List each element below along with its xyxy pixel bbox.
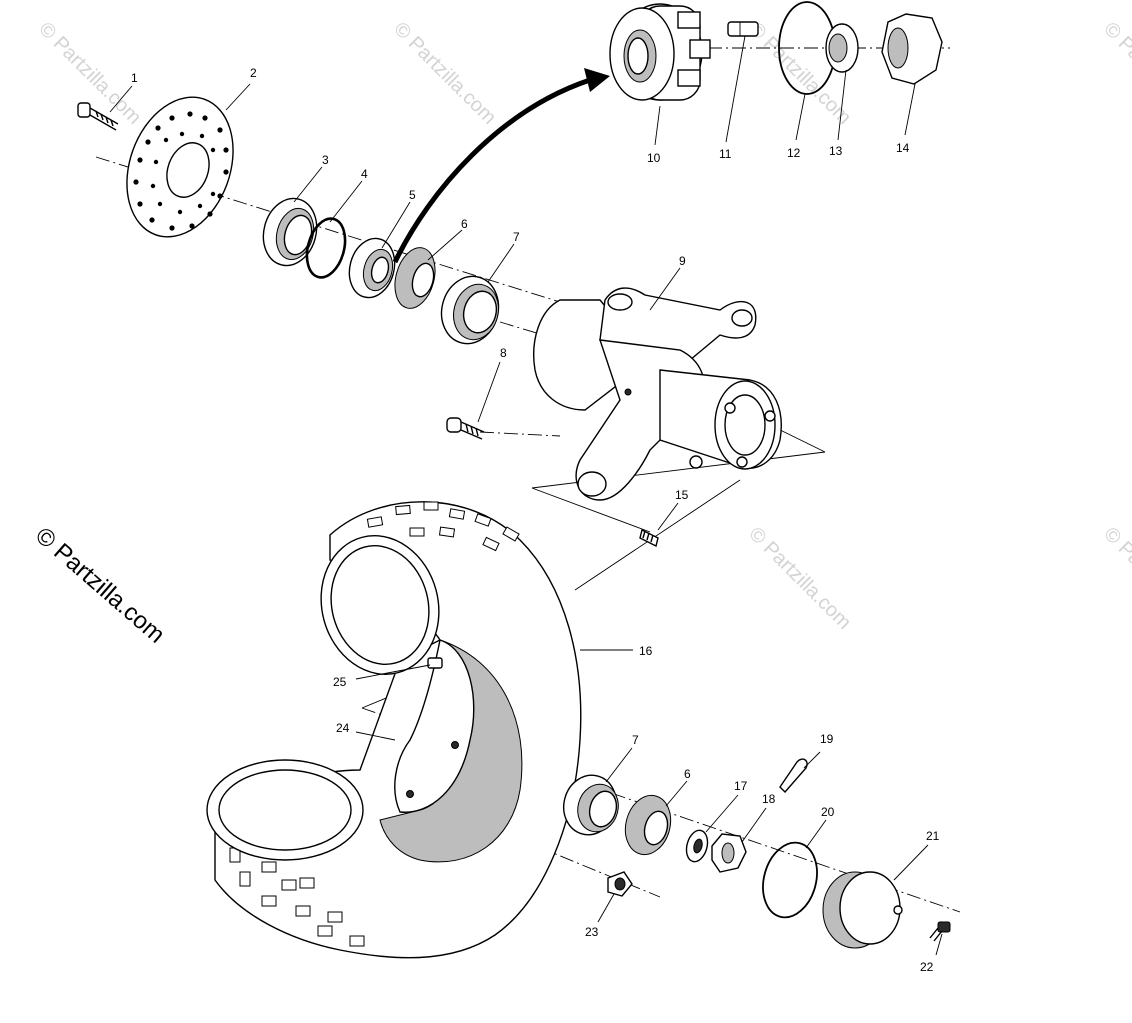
callout-2: 2 <box>250 66 257 80</box>
callout-12: 12 <box>787 146 801 160</box>
part-6-lower-tapered-bearing <box>624 794 672 856</box>
inset-arrow <box>392 68 610 264</box>
callout-7-lower: 7 <box>632 733 639 747</box>
callout-11: 11 <box>719 147 732 161</box>
part-21-hub-cap <box>822 871 903 949</box>
callout-14: 14 <box>896 141 910 155</box>
part-18-castle-nut <box>711 833 747 873</box>
callout-17: 17 <box>734 779 748 793</box>
part-4-snap-ring <box>305 217 347 279</box>
watermark-text: © Partzilla.com <box>389 18 500 129</box>
part-25-valve-stem <box>427 657 443 669</box>
part-13-washer <box>825 23 859 73</box>
part-3-seal <box>262 197 318 267</box>
callout-9: 9 <box>679 254 686 268</box>
watermark-text: © Partzilla.com <box>744 523 855 634</box>
part-23-nut <box>607 871 633 897</box>
callout-6: 6 <box>461 217 468 231</box>
watermark-text: © Partzilla.com <box>1099 18 1132 129</box>
callout-19: 19 <box>820 732 834 746</box>
callout-16: 16 <box>639 644 653 658</box>
watermark-text: © Partzilla.com <box>1099 523 1132 634</box>
callout-10: 10 <box>647 151 661 165</box>
part-9-hub-knuckle <box>533 287 782 501</box>
part-2-brake-disc <box>126 96 234 238</box>
callout-3: 3 <box>322 153 329 167</box>
part-24-wheel-rim <box>206 535 523 863</box>
callout-1: 1 <box>131 71 138 85</box>
part-19-cotter-pin <box>779 758 808 794</box>
callout-21: 21 <box>926 829 940 843</box>
part-10-hub-collar <box>609 3 711 101</box>
side-watermark: © Partzilla.com <box>30 522 170 648</box>
callout-25: 25 <box>333 675 347 689</box>
leader-lines <box>109 35 943 956</box>
callout-18: 18 <box>762 792 776 806</box>
part-14-hex-nut <box>881 13 943 85</box>
part-15-stud <box>639 528 659 548</box>
part-22-bolt <box>929 921 951 942</box>
callout-labels: 1 2 3 4 5 6 7 8 9 10 11 12 13 14 15 16 1… <box>131 66 940 974</box>
part-20-o-ring <box>762 841 818 919</box>
part-6-tapered-bearing <box>394 247 436 309</box>
callout-23: 23 <box>585 925 599 939</box>
callout-22: 22 <box>920 960 934 974</box>
part-7-bearing-race <box>440 275 500 345</box>
part-7-lower-bearing-race <box>563 774 619 836</box>
callout-4: 4 <box>361 167 368 181</box>
callout-24: 24 <box>336 721 350 735</box>
part-17-washer <box>685 829 709 863</box>
part-11-pin <box>727 21 759 37</box>
callout-8: 8 <box>500 346 507 360</box>
callout-7: 7 <box>513 230 520 244</box>
callout-15: 15 <box>675 488 689 502</box>
callout-5: 5 <box>409 188 416 202</box>
callout-20: 20 <box>821 805 835 819</box>
callout-6-lower: 6 <box>684 767 691 781</box>
part-8-bolt <box>446 417 485 440</box>
part-5-bearing-collar <box>348 237 396 299</box>
part-1-bolt <box>77 102 119 131</box>
callout-13: 13 <box>829 144 843 158</box>
